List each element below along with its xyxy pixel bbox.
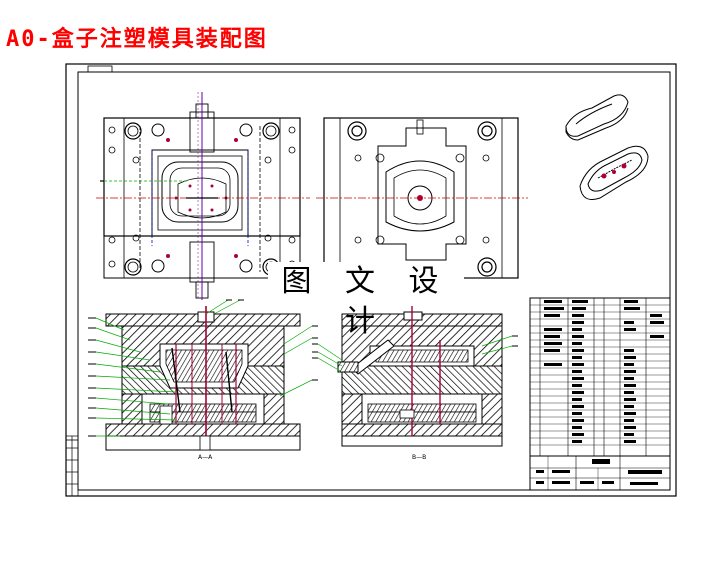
section-b-label: B—B [412,454,426,461]
section-view-b [337,306,503,447]
leader-ticks-a [88,299,318,437]
watermark: 图 文 设 计 [268,262,464,339]
bill-of-materials [529,297,671,457]
part-isometric-top [565,94,629,141]
margin-table [65,435,79,497]
drawing-frame [65,63,677,497]
section-view-a [105,306,301,451]
section-a-label: A—A [198,454,213,461]
page-title: A0-盒子注塑模具装配图 [6,27,268,52]
plan-view-fixed-half [316,117,528,279]
part-isometric-bottom [579,145,649,200]
leaders-section-b [317,335,513,373]
leader-ticks-b [312,335,518,359]
leaders-section-a [95,299,313,437]
title-block [529,455,671,491]
plan-view-moving-half [96,92,310,300]
